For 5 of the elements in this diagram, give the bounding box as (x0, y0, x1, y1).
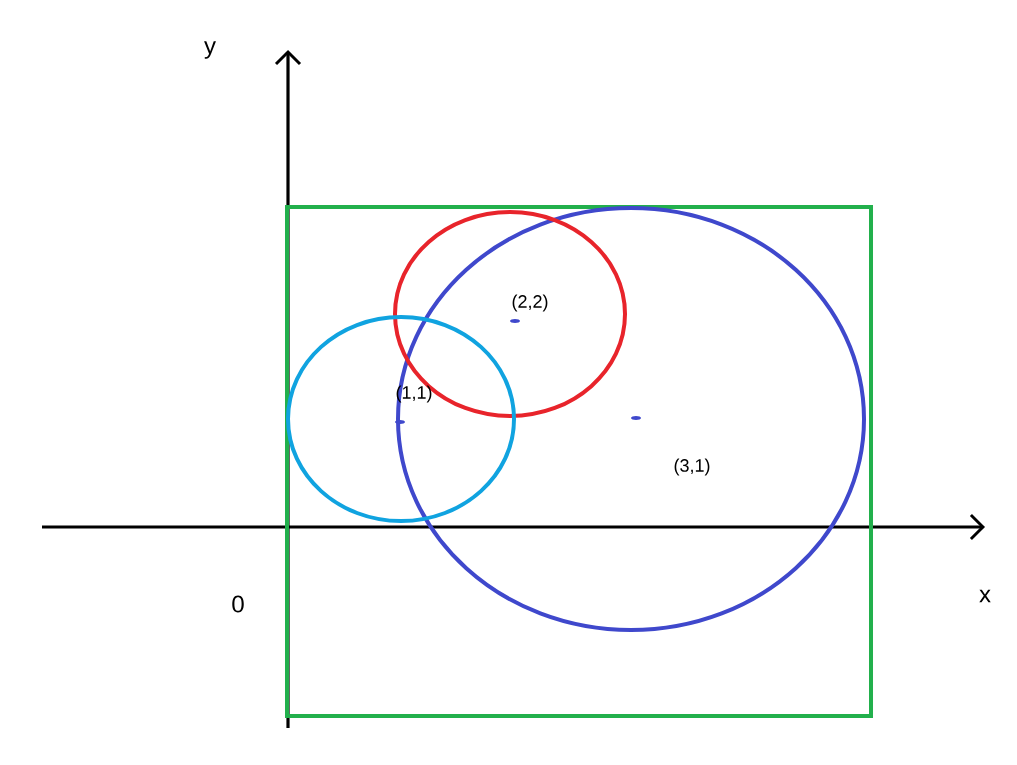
coordinate-label: (3,1) (674, 458, 710, 476)
axis-label: x (979, 589, 991, 603)
axis-label: y (204, 41, 216, 59)
origin-label: 0 (232, 595, 244, 613)
coordinate-label: (2,2) (512, 294, 548, 312)
